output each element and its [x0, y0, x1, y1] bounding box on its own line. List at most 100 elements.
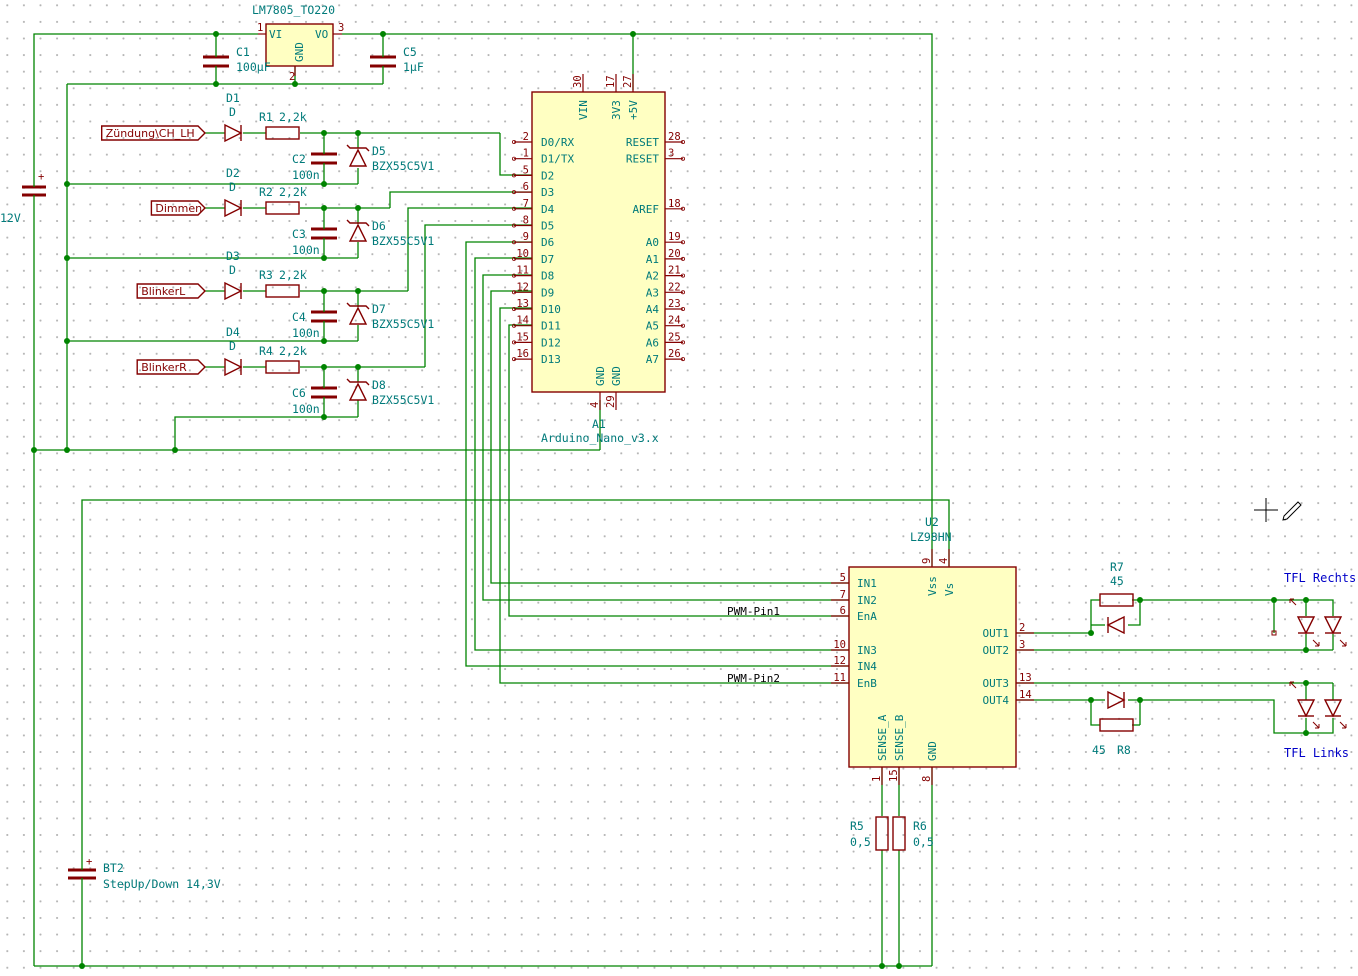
battery-12v[interactable]: + 12V	[0, 171, 46, 225]
net-label-pwm1[interactable]: PWM-Pin1	[727, 605, 780, 618]
pin-name: 3V3	[610, 100, 623, 120]
battery-bt2[interactable]: + BT2 StepUp/Down 14,3V	[68, 856, 221, 891]
resistor-r5[interactable]: R5 0,5	[850, 816, 889, 851]
led-group-right[interactable]: TFL Rechts	[1271, 571, 1356, 647]
capacitor-ref: C3	[292, 227, 306, 241]
led-group-left[interactable]: TFL Links	[1284, 681, 1349, 760]
resistor-ref: R2	[259, 185, 273, 199]
diode-d1[interactable]: D1D	[224, 91, 243, 143]
net-label-pwm2[interactable]: PWM-Pin2	[727, 672, 780, 685]
resistor-r7[interactable]: R7 45	[1099, 560, 1134, 607]
regulator-pin-vo: VO	[315, 28, 328, 41]
global-label-2[interactable]: Dimmen	[150, 200, 206, 216]
capacitor-ref: C2	[292, 152, 306, 166]
diode-d2[interactable]: D2D	[224, 166, 243, 218]
bt2-value: StepUp/Down 14,3V	[103, 877, 221, 891]
capacitor-value: 100n	[292, 326, 320, 340]
diode-d4[interactable]: D4D	[224, 325, 243, 377]
resistor-value: 2,2k	[279, 110, 307, 124]
pin-number: 13	[516, 298, 529, 310]
voltage-regulator[interactable]: LM7805_TO220 VI VO GND 1 3 2	[252, 3, 344, 83]
pin-number: 14	[1019, 689, 1032, 701]
diode-d3[interactable]: D3D	[224, 249, 243, 301]
global-label-3[interactable]: BlinkerL	[136, 283, 206, 299]
pin-name: RESET	[626, 136, 659, 149]
r8-ref: R8	[1117, 743, 1131, 757]
diode-out3[interactable]	[1107, 690, 1126, 710]
resistor-r8[interactable]: 45 R8	[1092, 718, 1134, 757]
c1-value: 100µF	[236, 60, 271, 74]
global-label-text: BlinkerR	[141, 361, 187, 374]
capacitor-c5[interactable]: C5 1µF	[370, 45, 424, 74]
regulator-ref: LM7805_TO220	[252, 3, 335, 17]
diode-out1[interactable]	[1106, 615, 1125, 635]
global-label-1[interactable]: Zündung\CH_LH	[101, 125, 206, 141]
driver-pin-vs[interactable]: 4Vs	[938, 549, 956, 596]
nano-pin-top-27[interactable]: 27+5V	[622, 74, 640, 120]
r7-ref: R7	[1110, 560, 1124, 574]
global-label-4[interactable]: BlinkerR	[136, 359, 206, 375]
resistor-r6[interactable]: R6 0,5	[892, 816, 934, 851]
capacitor-c1[interactable]: C1 100µF	[203, 45, 271, 74]
